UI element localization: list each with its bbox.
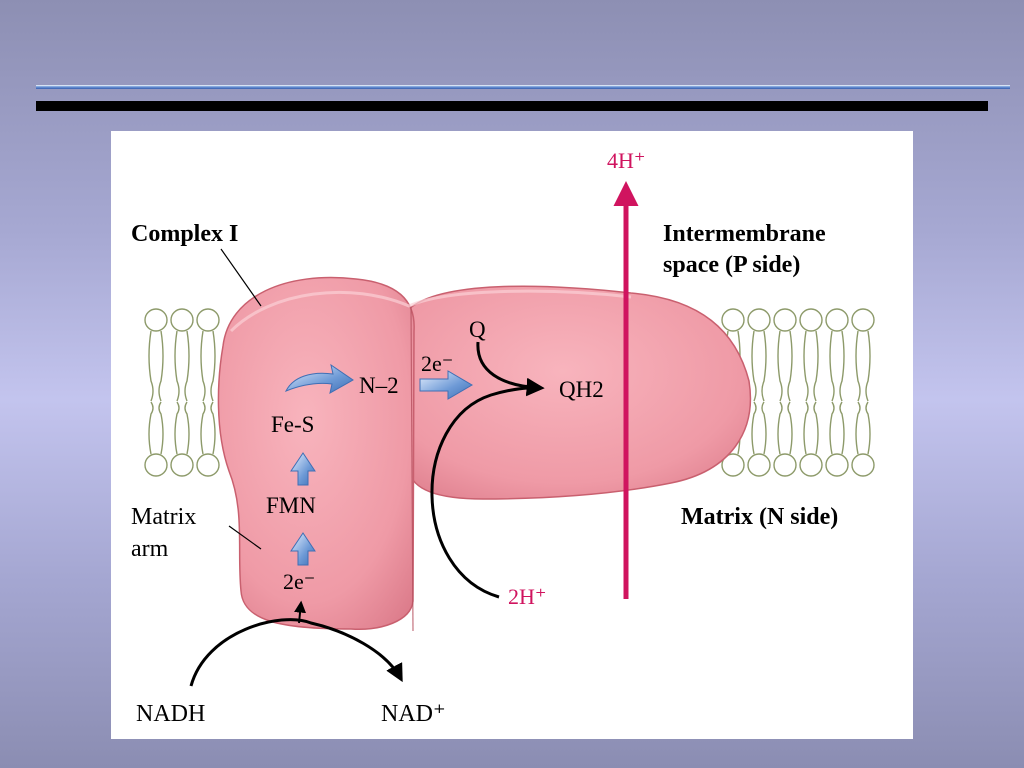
matrix-arm: [217, 276, 415, 630]
intermembrane-label-2: space (P side): [663, 252, 800, 278]
nadh-label: NADH: [136, 701, 205, 727]
qh2-label: QH2: [559, 377, 604, 402]
blue-arrow-2e-to-fmn: [290, 532, 316, 566]
blue-arrow-n2-to-q: [419, 370, 473, 400]
complex-i-protein: [217, 276, 752, 632]
blue-arrow-fes-to-n2: [284, 363, 354, 394]
matrix-side-label: Matrix (N side): [681, 504, 838, 530]
2h-plus-label: 2H⁺: [508, 584, 547, 609]
protein-top-highlight: [229, 289, 632, 333]
matrix-arm-label-2: arm: [131, 536, 169, 562]
blue-arrow-fmn-to-fes: [290, 452, 316, 486]
title-rule-thick: [36, 101, 988, 111]
membrane-left: [144, 308, 220, 477]
complex-i-label: Complex I: [131, 221, 238, 247]
n2-label: N–2: [359, 373, 399, 398]
q-label: Q: [469, 317, 486, 342]
electron-flow-arrows: [284, 363, 473, 566]
complex-i-pointer: [220, 248, 262, 307]
matrix-arm-label-1: Matrix: [131, 504, 196, 530]
nad-plus-label: NAD⁺: [381, 701, 446, 727]
2e-bottom-label: 2e⁻: [283, 569, 315, 594]
lipid-heads-right-top: [721, 308, 875, 332]
lipid-heads-right-bottom: [721, 453, 875, 477]
reaction-arrows: [189, 341, 545, 687]
nadh-to-nad-arrow: [189, 618, 403, 687]
title-rule-thin: [36, 85, 1010, 89]
protein-seam: [410, 305, 414, 632]
complex-i-diagram: Complex I Intermembrane space (P side) M…: [131, 148, 875, 727]
2h-to-qh2-arrow: [430, 377, 545, 599]
intermembrane-label-1: Intermembrane: [663, 221, 826, 247]
4h-plus-label: 4H⁺: [607, 148, 646, 173]
fe-s-label: Fe-S: [271, 412, 314, 437]
lipid-heads-left-bottom: [144, 453, 220, 477]
2e-top-label: 2e⁻: [421, 351, 453, 376]
lipid-heads-left-top: [144, 308, 220, 332]
diagram-panel: Complex I Intermembrane space (P side) M…: [111, 131, 913, 739]
membrane-arm: [408, 285, 752, 500]
nadh-to-2e-arrow: [294, 600, 307, 624]
lipid-tails-left: [148, 330, 216, 455]
fmn-label: FMN: [266, 493, 316, 518]
matrix-arm-pointer: [228, 525, 262, 550]
